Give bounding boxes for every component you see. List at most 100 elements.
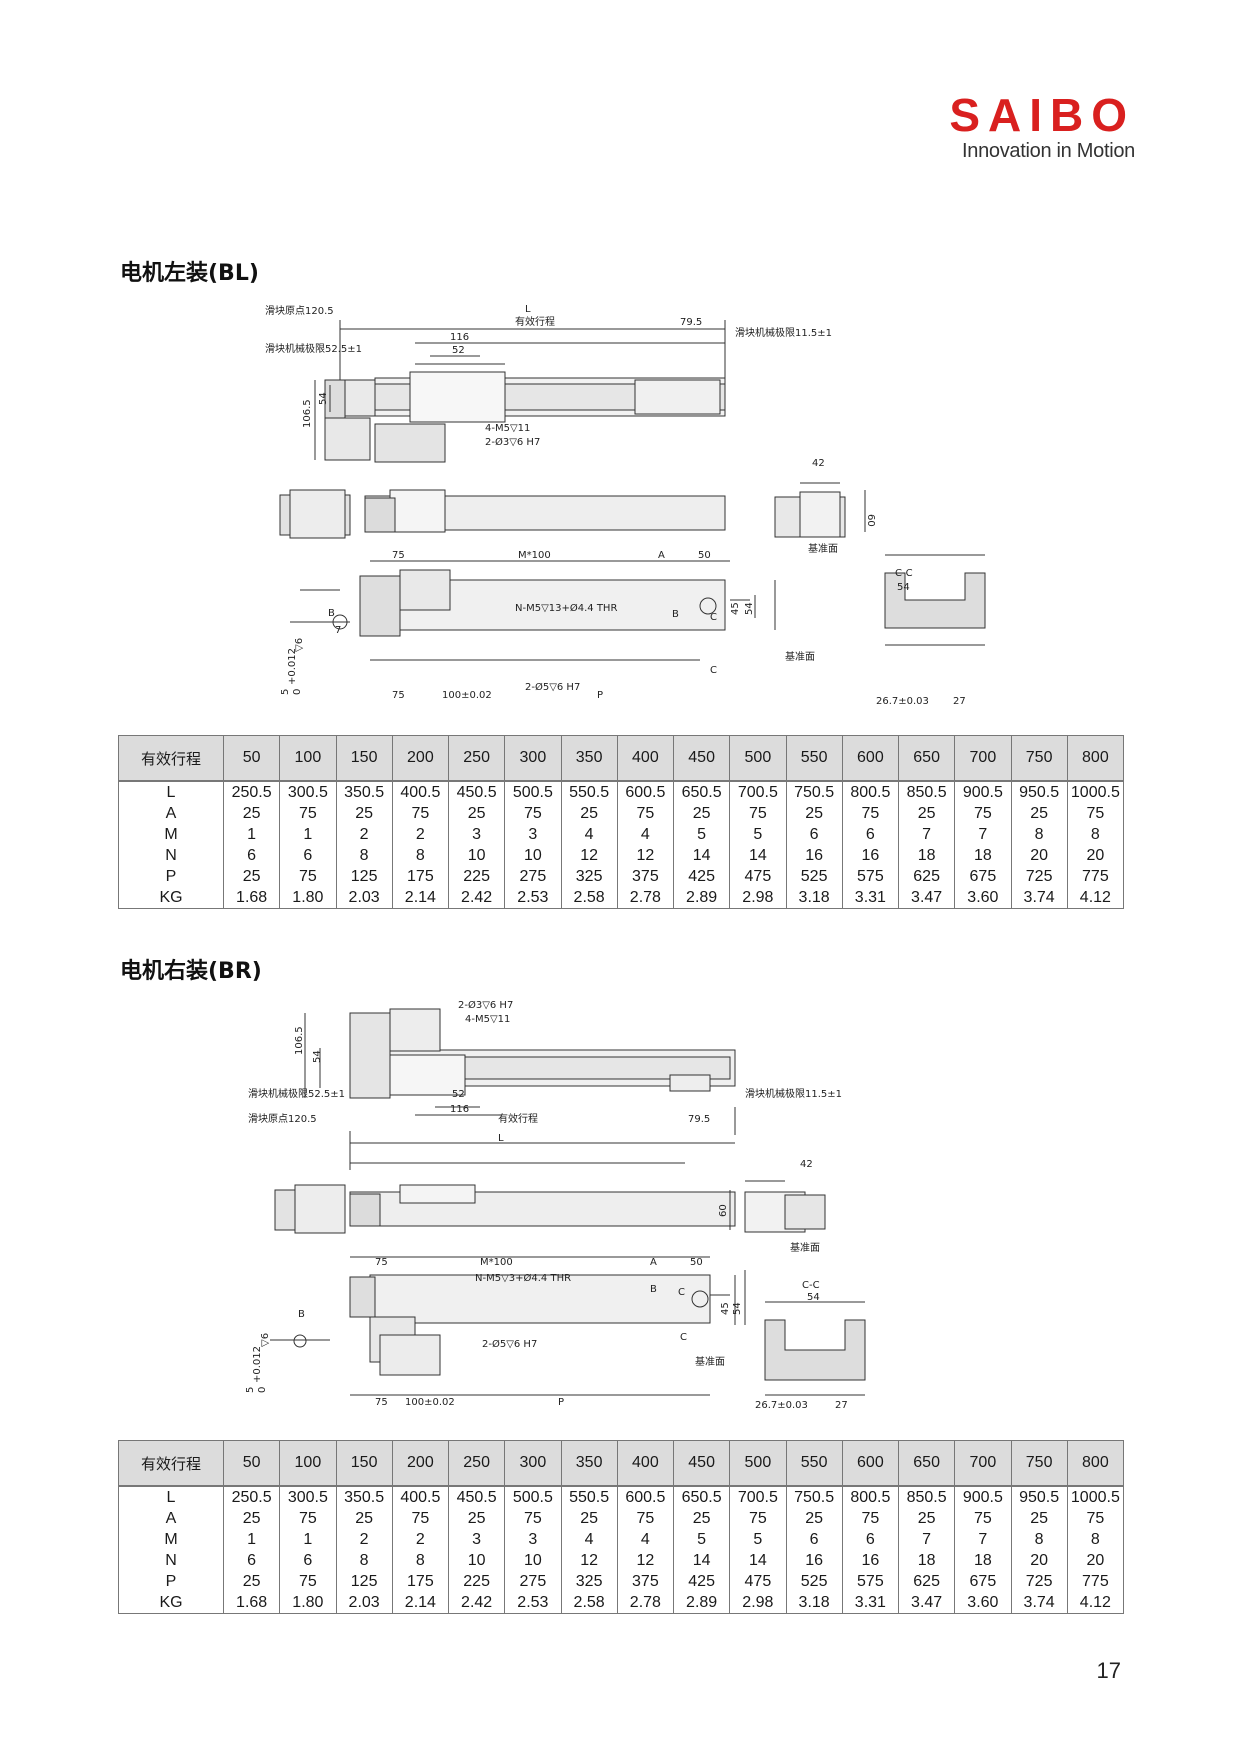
table-cell: 3.18: [785, 887, 843, 909]
table-cell: 75: [729, 1508, 787, 1529]
table-cell: 75: [954, 1508, 1012, 1529]
table-cell: 6: [785, 1529, 843, 1550]
table-cell: 525: [785, 866, 843, 887]
table-cell: 2.03: [335, 1592, 393, 1614]
table-cell: 25: [1010, 1508, 1068, 1529]
table-cell: 1000.5: [1066, 1485, 1125, 1508]
table-cell: 475: [729, 1571, 787, 1592]
table-cell: 12: [560, 845, 618, 866]
label-5: 5: [245, 1387, 256, 1393]
table-cell: 3.47: [897, 887, 956, 909]
column-header: 300: [504, 1440, 562, 1487]
label-slider-limit-left: 滑块机械极限52.5±1: [248, 1087, 345, 1100]
table-cell: 525: [785, 1571, 843, 1592]
label-cc-datum: 基准面: [695, 1355, 725, 1368]
label-cc: C-C: [802, 1280, 820, 1291]
row-label: M: [118, 1529, 224, 1550]
table-cell: 25: [222, 1571, 281, 1592]
page-number: 17: [1096, 1658, 1121, 1683]
table-cell: 4: [560, 824, 618, 845]
section-title-bl: 电机左装(BL): [120, 261, 259, 286]
table-cell: 16: [785, 1550, 843, 1571]
column-header: 150: [335, 735, 393, 782]
label-cc267: 26.7±0.03: [876, 696, 929, 707]
table-cell: 16: [785, 845, 843, 866]
table-cell: 2.14: [391, 887, 450, 909]
table-cell: 14: [672, 1550, 731, 1571]
table-cell: 6: [841, 1529, 900, 1550]
table-cell: 125: [335, 866, 393, 887]
table-cell: 5: [729, 1529, 787, 1550]
column-header: 500: [729, 735, 787, 782]
row-label: P: [118, 1571, 224, 1592]
table-cell: 425: [672, 1571, 731, 1592]
label-holes-m5: 4-M5▽11: [485, 423, 530, 434]
label-slider-limit-right: 滑块机械极限11.5±1: [735, 326, 832, 339]
table-cell: 20: [1066, 845, 1125, 866]
row-label: L: [118, 780, 224, 803]
label-7: 7: [335, 625, 341, 636]
table-cell: 1: [279, 1529, 337, 1550]
table-cell: 6: [279, 1550, 337, 1571]
column-header: 800: [1066, 735, 1125, 782]
label-slider-origin: 滑块原点120.5: [265, 305, 334, 317]
table-cell: 475: [729, 866, 787, 887]
label-54: 54: [318, 392, 329, 405]
table-cell: 1.68: [222, 1592, 281, 1614]
table-cell: 8: [391, 845, 450, 866]
table-cell: 25: [222, 866, 281, 887]
label-B-main: B: [672, 609, 679, 620]
table-cell: 2: [335, 1529, 393, 1550]
table-cell: 5: [672, 1529, 731, 1550]
label-50: 50: [698, 550, 711, 561]
label-tol: +0.012: [252, 1346, 263, 1383]
table-cell: 16: [841, 845, 900, 866]
table-cell: 6: [785, 824, 843, 845]
column-header: 150: [335, 1440, 393, 1487]
table-header-row: 有效行程 50 100 150 200 250 300 350 400 450 …: [118, 1440, 1125, 1487]
table-cell: 225: [447, 1571, 506, 1592]
table-cell: 575: [841, 866, 900, 887]
table-cell: 1: [222, 1529, 281, 1550]
table-cell: 750.5: [785, 1485, 843, 1508]
column-header: 350: [560, 735, 618, 782]
table-cell: 500.5: [504, 1485, 562, 1508]
table-cell: 8: [1066, 824, 1125, 845]
table-cell: 4: [560, 1529, 618, 1550]
label-116: 116: [450, 1104, 469, 1115]
label-stroke: 有效行程: [515, 315, 555, 328]
label-60: 60: [865, 514, 876, 527]
table-cell: 2.78: [616, 887, 675, 909]
label-50: 50: [690, 1257, 703, 1268]
table-cell: 12: [616, 845, 675, 866]
table-cell: 3.31: [841, 1592, 900, 1614]
logo-tagline: Innovation in Motion: [961, 140, 1135, 162]
table-cell: 8: [391, 1550, 450, 1571]
table-cell: 75: [616, 803, 675, 824]
table-cell: 3: [504, 1529, 562, 1550]
label-tol0: 0: [257, 1387, 268, 1393]
table-cell: 25: [560, 1508, 618, 1529]
spec-table-bl: 有效行程 50 100 150 200 250 300 350 400 450 …: [118, 735, 1125, 909]
label-pitch: 100±0.02: [405, 1397, 455, 1408]
label-6: ▽6: [260, 1333, 271, 1347]
table-cell: 2.78: [616, 1592, 675, 1614]
table-cell: 6: [222, 1550, 281, 1571]
table-cell: 850.5: [897, 1485, 956, 1508]
table-cell: 575: [841, 1571, 900, 1592]
table-cell: 800.5: [841, 1485, 900, 1508]
label-60: 60: [718, 1204, 729, 1217]
table-cell: 950.5: [1010, 1485, 1068, 1508]
table-cell: 2.42: [447, 887, 506, 909]
label-P: P: [558, 1397, 564, 1408]
technical-drawing-br: 2-Ø3▽6 H7 4-M5▽11 106.5 54 52 滑块机械极限52.5…: [245, 999, 866, 1411]
label-6: ▽6: [294, 638, 305, 652]
label-45: 45: [720, 1302, 731, 1315]
table-cell: 2.14: [391, 1592, 450, 1614]
table-cell: 7: [897, 824, 956, 845]
table-cell: 850.5: [897, 780, 956, 803]
table-cell: 4: [616, 1529, 675, 1550]
column-header: 750: [1010, 735, 1068, 782]
